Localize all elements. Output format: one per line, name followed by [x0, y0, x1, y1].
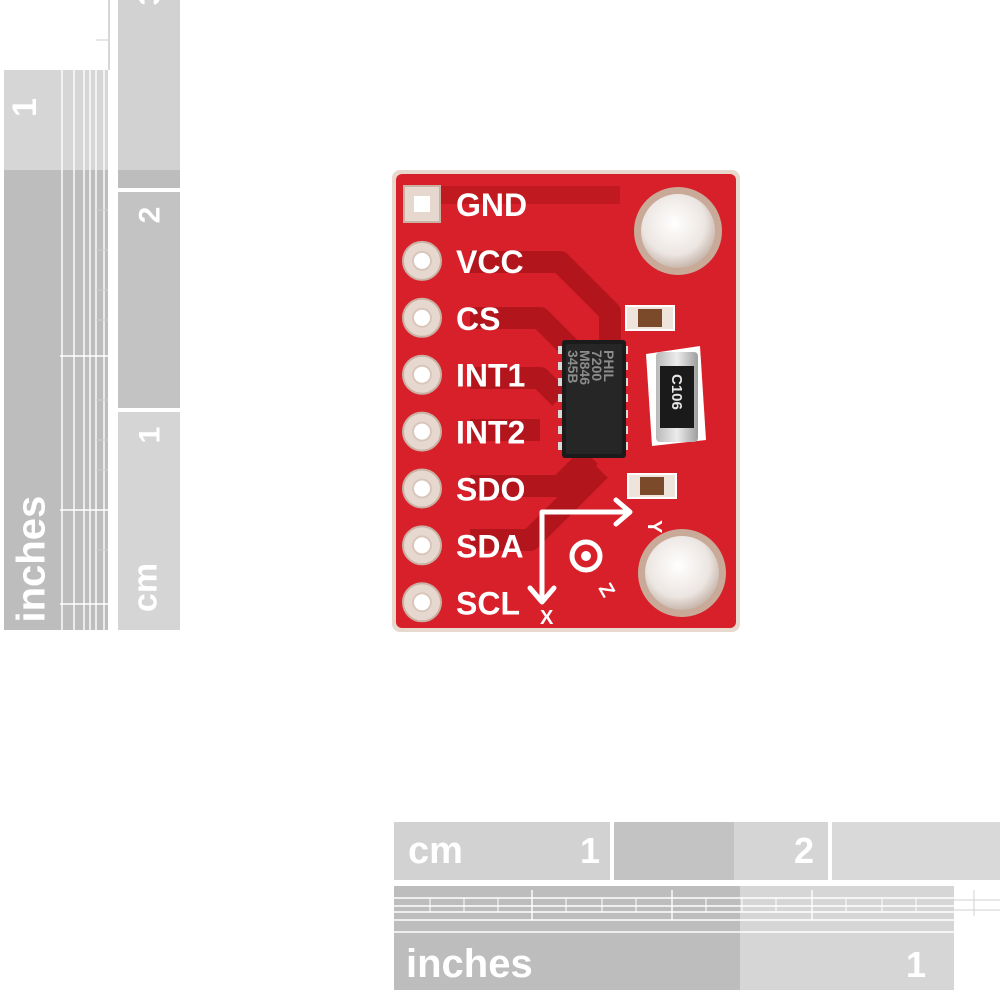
pin-label-int1: INT1	[456, 358, 525, 394]
pin-label-gnd: GND	[456, 187, 527, 223]
pin-hole-scl	[412, 592, 432, 613]
axis-x-label: X	[540, 607, 554, 629]
pin-hole-sdo	[412, 478, 432, 499]
smd-resistor-top	[625, 305, 675, 331]
pin-hole-vcc	[412, 250, 432, 271]
bottom-inches-ticks	[394, 890, 1000, 933]
left-inches-ticks	[60, 0, 108, 630]
bottom-inches-mark: 1	[906, 944, 927, 985]
left-inches-ruler: 1 inches	[0, 0, 110, 632]
bottom-inches-ruler: inches 1	[394, 886, 1000, 994]
bottom-cm-mark-2: 2	[794, 830, 815, 871]
capacitor	[646, 346, 706, 446]
pcb-traces	[470, 251, 621, 551]
pin-label-vcc: VCC	[456, 244, 524, 280]
chip-marking-line-1: PHIL	[601, 350, 617, 382]
accelerometer-chip	[558, 340, 628, 458]
left-cm-ruler: 3 2 1 cm	[118, 0, 180, 632]
bottom-cm-mark-1: 1	[580, 830, 601, 871]
chip-marking-line-4: 345B	[565, 350, 581, 383]
chip-marking-line-2: 7200	[589, 350, 605, 381]
bottom-inches-unit: inches	[406, 942, 533, 986]
pin-hole-cs	[412, 307, 432, 328]
pin-label-sdo: SDO	[456, 472, 525, 508]
axis-indicator	[527, 497, 633, 605]
round-pin-pads	[402, 240, 442, 623]
pin-hole-sda	[412, 535, 432, 556]
z-axis-dot	[581, 551, 591, 561]
pcb-copper-pour	[440, 186, 620, 204]
pin-label-scl: SCL	[456, 585, 520, 621]
bottom-cm-unit: cm	[408, 830, 463, 872]
chip-marking-line-3: M846	[577, 350, 593, 385]
pin-label-cs: CS	[456, 301, 500, 337]
pin-hole-int2	[412, 421, 432, 442]
smd-resistor-bottom	[627, 473, 677, 499]
capacitor-label: C106	[668, 374, 685, 410]
pin-hole-int1	[412, 364, 432, 385]
axis-y-label: Y	[643, 520, 665, 534]
pin-label-int2: INT2	[456, 415, 525, 451]
pin-label-sda: SDA	[456, 528, 524, 564]
pin-pads	[403, 185, 441, 223]
bottom-cm-ruler: cm 1 2	[394, 822, 1000, 880]
